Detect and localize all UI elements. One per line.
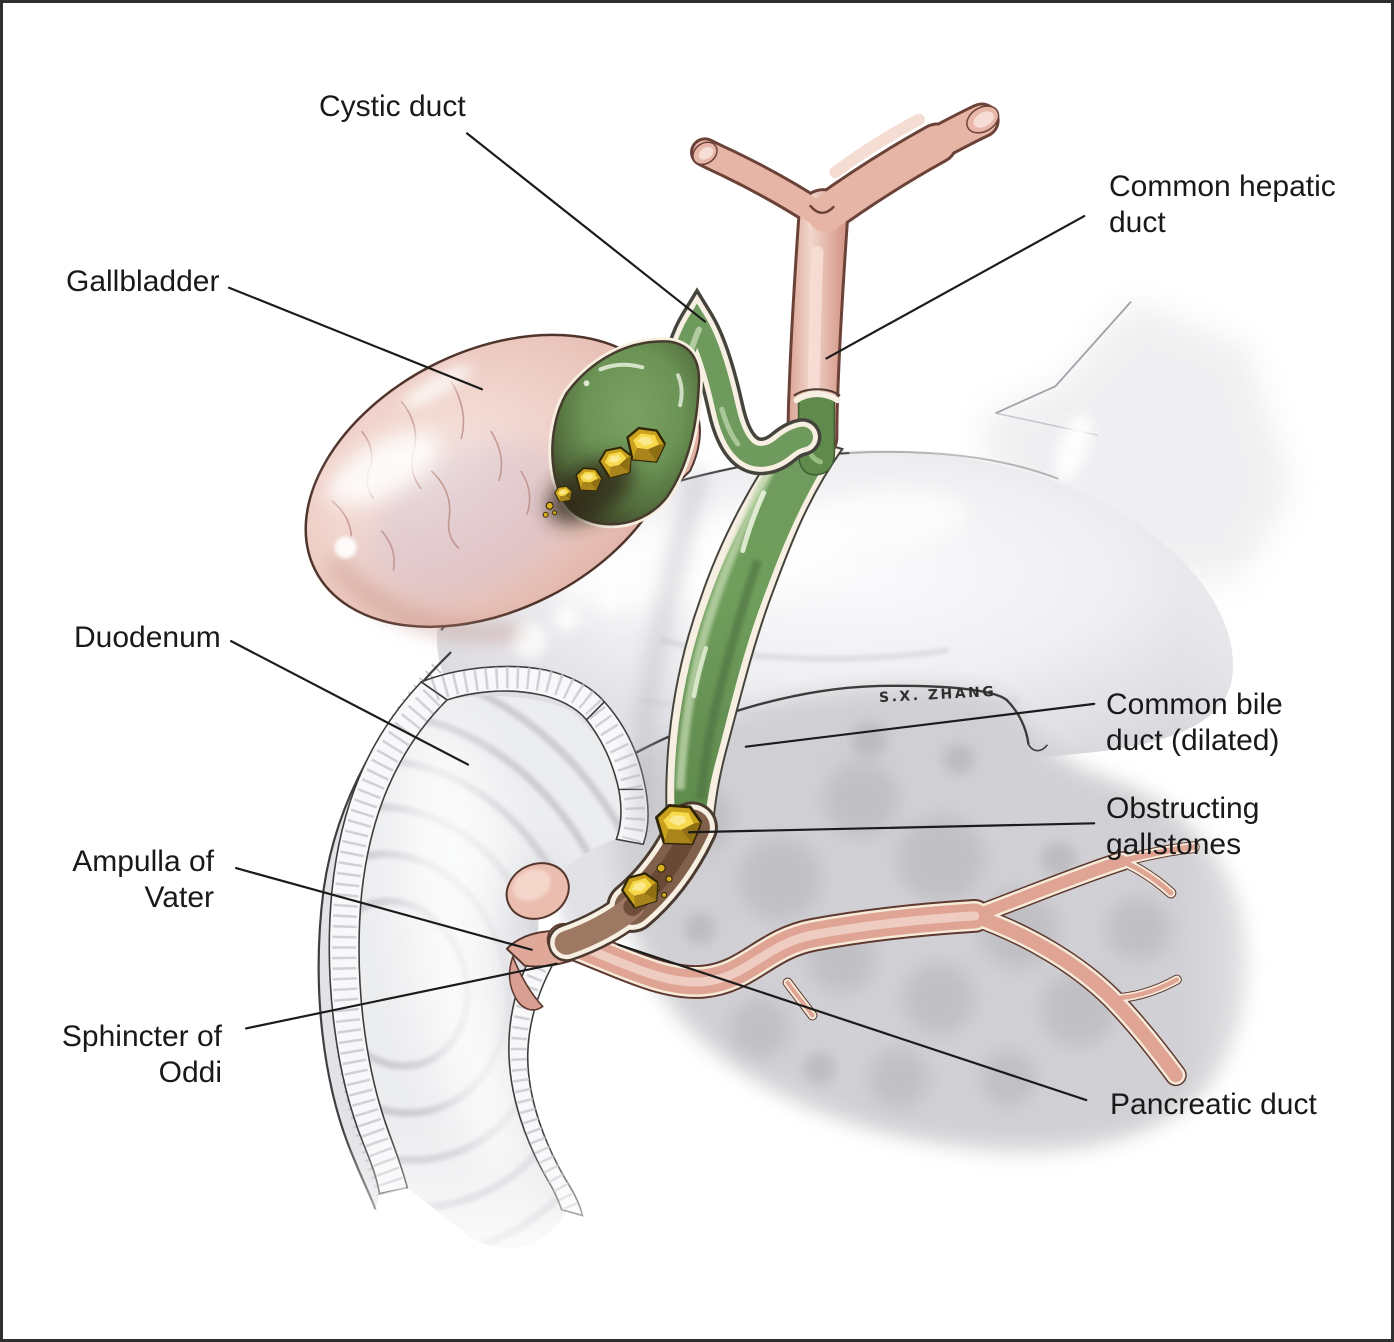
leader-common-bile-duct bbox=[744, 702, 1096, 748]
leader-duodenum bbox=[229, 640, 470, 766]
label-pancreatic-duct: Pancreatic duct bbox=[1110, 1088, 1317, 1121]
label-common-hepatic-duct: Common hepatic duct bbox=[1109, 170, 1336, 239]
label-sphincter-of-oddi: Sphincter of Oddi bbox=[61, 1020, 222, 1089]
leader-common-hepatic-duct bbox=[825, 214, 1086, 360]
leader-cystic-duct bbox=[465, 132, 707, 323]
gallbladder-stones bbox=[542, 425, 668, 518]
label-cystic-duct: Cystic duct bbox=[319, 90, 466, 123]
common-bile-duct-dilated bbox=[634, 431, 844, 839]
label-ampulla-of-vater: Ampulla of Vater bbox=[72, 845, 214, 914]
label-common-bile-duct: Common bile duct (dilated) bbox=[1106, 688, 1283, 757]
leader-ampulla-of-vater bbox=[234, 867, 533, 951]
label-gallbladder: Gallbladder bbox=[66, 265, 220, 298]
gallbladder-veins bbox=[331, 380, 531, 571]
sphincter-of-oddi-shape bbox=[508, 954, 544, 1011]
gallbladder-bile-pool bbox=[542, 337, 703, 529]
right-fade bbox=[1177, 560, 1391, 1258]
leader-pancreatic-duct bbox=[617, 943, 1088, 1102]
leader-lines bbox=[228, 132, 1096, 1102]
leader-sphincter-of-oddi bbox=[244, 962, 558, 1030]
label-obstructing-gallstones: Obstructing gallstones bbox=[1106, 792, 1260, 861]
leader-obstructing-gallstones bbox=[687, 822, 1096, 834]
bottom-fade bbox=[242, 1127, 1198, 1339]
label-duodenum: Duodenum bbox=[74, 621, 221, 654]
leader-gallbladder bbox=[228, 286, 484, 391]
illustration-svg bbox=[228, 102, 1391, 1339]
cystic-duct-shape bbox=[653, 287, 822, 476]
